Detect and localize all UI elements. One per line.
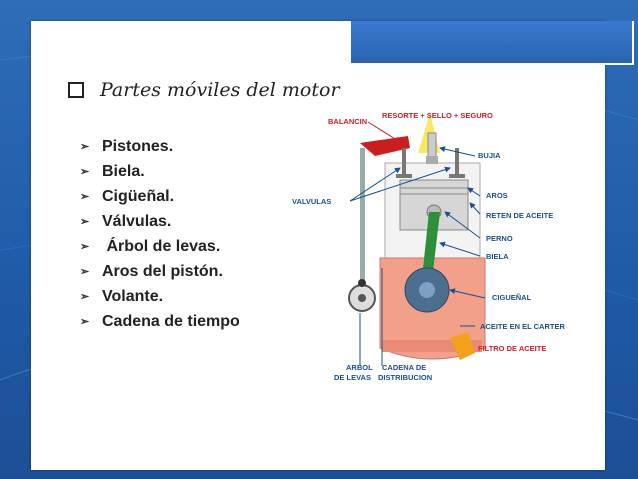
engine-diagram: BALANCIN RESORTE + SELLO + SEGURO BUJIA …	[292, 111, 565, 382]
label-biela: BIELA	[486, 252, 509, 261]
label-filtro: FILTRO DE ACEITE	[478, 344, 546, 353]
list-item: ➢Cadena de tiempo	[80, 312, 240, 330]
arrow-bullet-icon: ➢	[80, 291, 90, 303]
valves	[396, 148, 465, 178]
list-item: ➢Aros del pistón.	[80, 262, 223, 280]
list-item: ➢ Árbol de levas.	[80, 237, 221, 255]
label-valvulas: VALVULAS	[292, 197, 331, 206]
label-cadena-2: DISTRIBUCION	[378, 373, 432, 382]
label-arrows	[349, 121, 486, 366]
arrow-bullet-icon: ➢	[80, 266, 90, 278]
list-item: ➢Volante.	[80, 287, 164, 305]
slide-title: Partes móviles del motor	[68, 76, 340, 104]
slide-panel	[31, 21, 634, 470]
label-aceite-carter: ACEITE EN EL CARTER	[480, 322, 565, 331]
label-arbol-2: DE LEVAS	[334, 373, 371, 382]
list-item: ➢Pistones.	[80, 137, 174, 155]
arrow-bullet-icon: ➢	[80, 216, 90, 228]
label-resorte: RESORTE + SELLO + SEGURO	[382, 111, 493, 120]
arrow-bullet-icon: ➢	[80, 191, 90, 203]
oil-filter	[450, 332, 475, 360]
list-item: ➢Cigüeñal.	[80, 187, 175, 205]
label-cadena-1: CADENA DE	[382, 363, 426, 372]
label-arbol-1: ARBOL	[346, 363, 373, 372]
slide-title-text: Partes móviles del motor	[100, 79, 340, 101]
slide-header-tab	[349, 21, 634, 65]
label-perno: PERNO	[486, 234, 513, 243]
spark-plug	[426, 132, 438, 164]
label-balancin: BALANCIN	[328, 117, 367, 126]
arrow-bullet-icon: ➢	[80, 241, 90, 253]
crankshaft	[404, 267, 450, 313]
arrow-bullet-icon: ➢	[80, 316, 90, 328]
connecting-rod	[422, 212, 440, 280]
parts-list: ➢Pistones. ➢Biela. ➢Cigüeñal. ➢Válvulas.…	[80, 134, 240, 334]
list-item: ➢Biela.	[80, 162, 145, 180]
label-cigueñal: CIGUEÑAL	[492, 293, 532, 302]
arrow-bullet-icon: ➢	[80, 166, 90, 178]
checkbox-icon	[68, 82, 84, 98]
list-item: ➢Válvulas.	[80, 212, 172, 230]
label-reten: RETEN DE ACEITE	[486, 211, 553, 220]
arrow-bullet-icon: ➢	[80, 141, 90, 153]
label-bujia: BUJIA	[478, 151, 501, 160]
label-aros: AROS	[486, 191, 508, 200]
timing-gears	[348, 279, 376, 312]
